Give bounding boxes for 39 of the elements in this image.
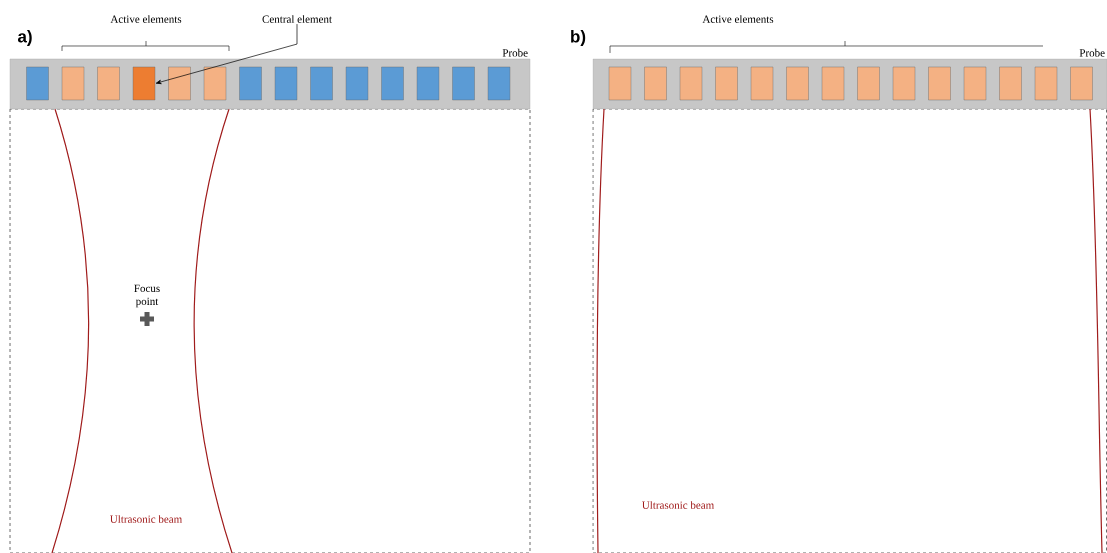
node-label: Probe bbox=[1079, 48, 1105, 57]
transducer-element bbox=[608, 66, 632, 101]
transducer-element bbox=[239, 66, 262, 101]
transducer-element bbox=[715, 66, 738, 101]
panel-label: a) bbox=[17, 30, 32, 46]
transducer-element bbox=[928, 66, 951, 101]
transducer-element bbox=[750, 66, 774, 101]
focus-label: Focus point bbox=[134, 284, 160, 308]
node-label: Probe bbox=[502, 48, 528, 57]
leader-arrow bbox=[155, 23, 298, 85]
transducer-element bbox=[97, 66, 120, 101]
transducer-element bbox=[274, 66, 298, 101]
transducer-element bbox=[381, 66, 404, 101]
transducer-element bbox=[487, 66, 511, 101]
transducer-element bbox=[999, 66, 1022, 101]
transducer-element bbox=[452, 66, 475, 101]
transducer-element bbox=[26, 66, 49, 101]
transducer-element bbox=[345, 66, 369, 101]
transducer-element bbox=[61, 66, 85, 101]
transducer-element bbox=[821, 66, 845, 101]
bracket-label: Active elements bbox=[702, 15, 774, 23]
transducer-element bbox=[644, 66, 667, 101]
transducer-element bbox=[892, 66, 916, 101]
transducer-element bbox=[786, 66, 809, 101]
transducer-element bbox=[963, 66, 987, 101]
transducer-element bbox=[132, 66, 156, 101]
transducer-element bbox=[857, 66, 880, 101]
transducer-element bbox=[310, 66, 333, 101]
transducer-element bbox=[168, 66, 191, 101]
beam-label: Ultrasonic beam bbox=[110, 515, 183, 523]
transducer-element bbox=[416, 66, 440, 101]
transducer-element bbox=[679, 66, 703, 101]
transducer-element bbox=[203, 66, 227, 101]
transducer-element bbox=[1070, 66, 1093, 101]
bracket-label: Active elements bbox=[110, 15, 182, 23]
panel-label: b) bbox=[571, 30, 586, 46]
beam-label: Ultrasonic beam bbox=[642, 501, 715, 509]
callout-text: Central element bbox=[262, 15, 332, 23]
transducer-element bbox=[1034, 66, 1058, 101]
